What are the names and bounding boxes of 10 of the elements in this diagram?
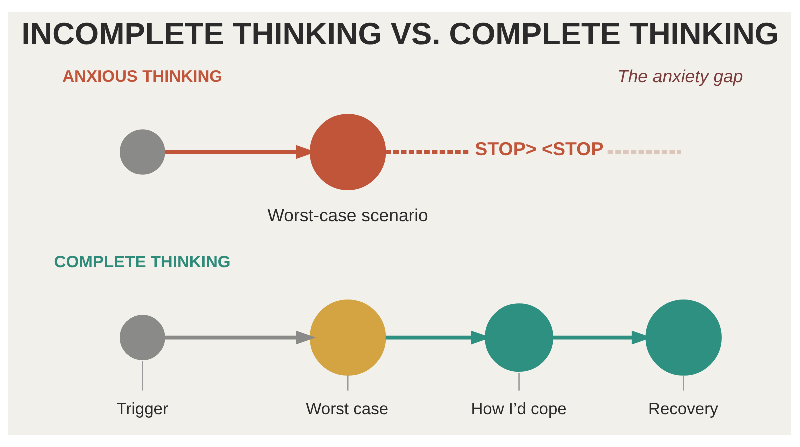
node-text: Worst case <box>306 400 389 419</box>
node-label: Worst-case scenario <box>268 206 428 226</box>
node-text: How I’d cope <box>471 400 567 419</box>
node-text: Recovery <box>648 400 718 419</box>
label: COMPLETE THINKING <box>54 252 231 272</box>
label: The anxiety gap <box>618 66 744 86</box>
diagram-title: INCOMPLETE THINKING VS. COMPLETE THINKING <box>22 16 779 52</box>
label: ANXIOUS THINKING <box>62 67 223 86</box>
node-text: Trigger <box>116 400 169 419</box>
node-text: STOP> <STOP <box>475 138 604 160</box>
